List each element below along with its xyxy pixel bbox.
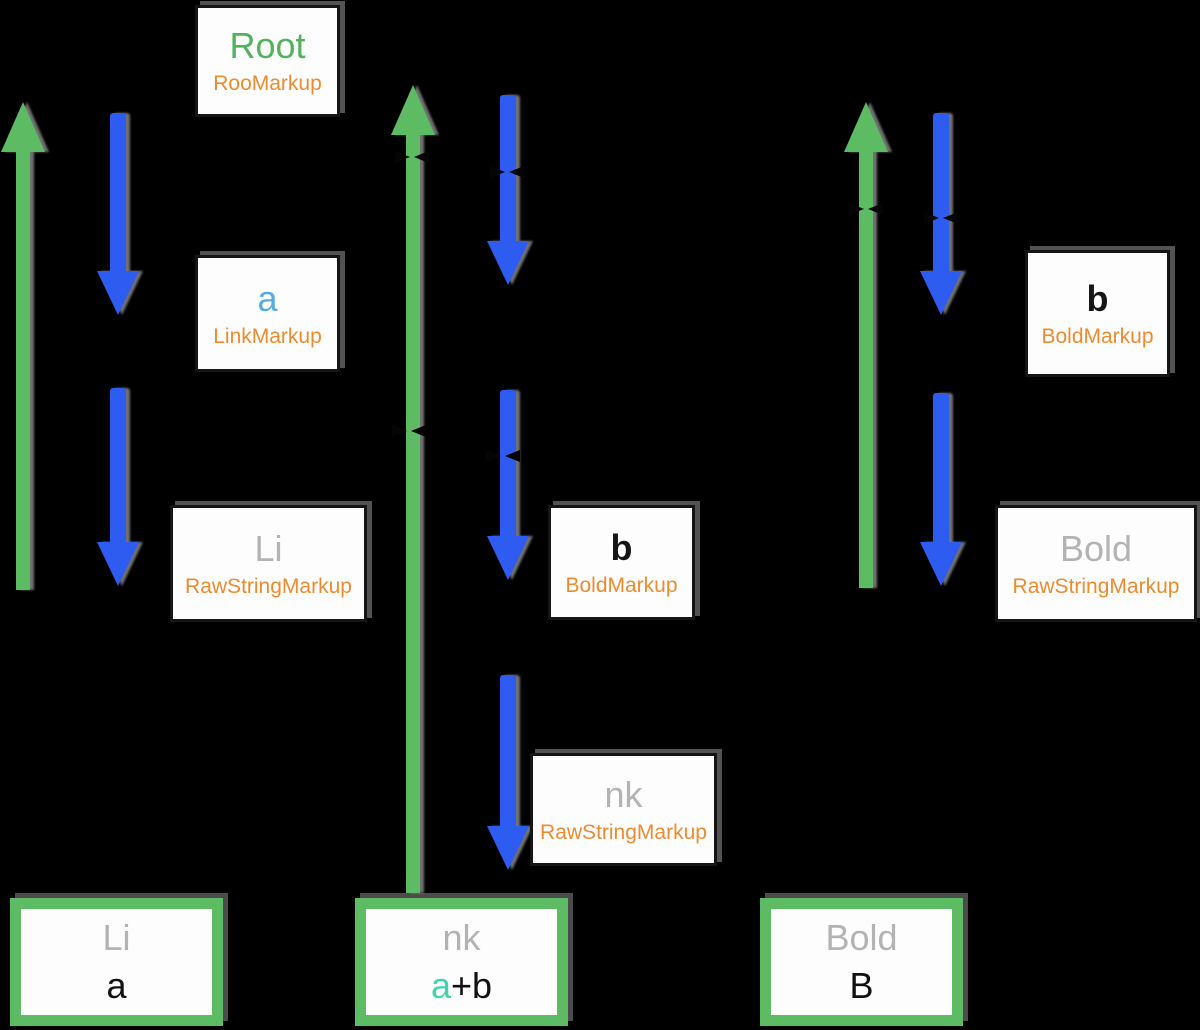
node-li-rawstring-markup: Li RawStringMarkup <box>170 505 367 622</box>
node-markup-label: RawStringMarkup <box>540 820 707 844</box>
blue-down-arrow-left-1 <box>96 113 140 317</box>
node-markup-label: RawStringMarkup <box>185 574 352 598</box>
node-title: b <box>1086 277 1109 319</box>
green-up-arrow-right <box>843 100 889 590</box>
blue-down-arrow-middle-3 <box>486 675 530 872</box>
blue-down-arrow-middle-1 <box>486 95 530 287</box>
result-title: nk <box>442 917 481 958</box>
result-value-rest: +b <box>450 965 493 1006</box>
result-value-highlight: a <box>430 965 451 1006</box>
arrow-tick-mark <box>486 449 520 463</box>
node-nk-rawstring-markup: nk RawStringMarkup <box>530 753 717 866</box>
node-markup-label: RooMarkup <box>213 72 322 95</box>
node-title: Bold <box>1059 527 1133 569</box>
green-up-arrow-middle <box>390 83 436 895</box>
result-box-bold: Bold B <box>760 898 963 1026</box>
node-title: Root <box>229 25 306 66</box>
result-value: a+b <box>431 968 492 1004</box>
node-bold-markup-middle: b BoldMarkup <box>548 505 695 620</box>
green-up-arrow-left <box>0 100 46 592</box>
node-link-markup: a LinkMarkup <box>195 255 340 372</box>
node-markup-label: RawStringMarkup <box>1012 574 1180 598</box>
result-box-li: Li a <box>10 898 223 1026</box>
node-title: Li <box>254 527 283 569</box>
blue-down-arrow-right-2 <box>919 393 963 588</box>
result-title: Li <box>102 917 131 958</box>
node-bold-rawstring-markup: Bold RawStringMarkup <box>995 505 1197 622</box>
node-bold-markup-right: b BoldMarkup <box>1025 250 1170 377</box>
arrow-tick-mark <box>490 165 524 179</box>
node-title: b <box>610 526 633 568</box>
arrow-tick-mark <box>924 211 958 225</box>
result-title: Bold <box>825 917 898 958</box>
blue-down-arrow-left-2 <box>96 388 140 588</box>
result-value: a <box>106 965 127 1006</box>
node-markup-label: LinkMarkup <box>213 324 322 348</box>
node-title: nk <box>604 773 643 815</box>
result-value: B <box>849 965 874 1006</box>
node-markup-label: BoldMarkup <box>565 573 678 597</box>
arrow-tick-mark <box>395 150 429 164</box>
blue-down-arrow-middle-2 <box>486 390 530 582</box>
result-box-nk: nk a+b <box>355 898 568 1026</box>
arrow-tick-mark <box>849 202 883 216</box>
node-root: Root RooMarkup <box>195 5 340 117</box>
blue-down-arrow-right-1 <box>919 113 963 317</box>
node-title: a <box>257 277 278 319</box>
arrow-tick-mark <box>392 424 426 438</box>
node-markup-label: BoldMarkup <box>1041 324 1154 348</box>
